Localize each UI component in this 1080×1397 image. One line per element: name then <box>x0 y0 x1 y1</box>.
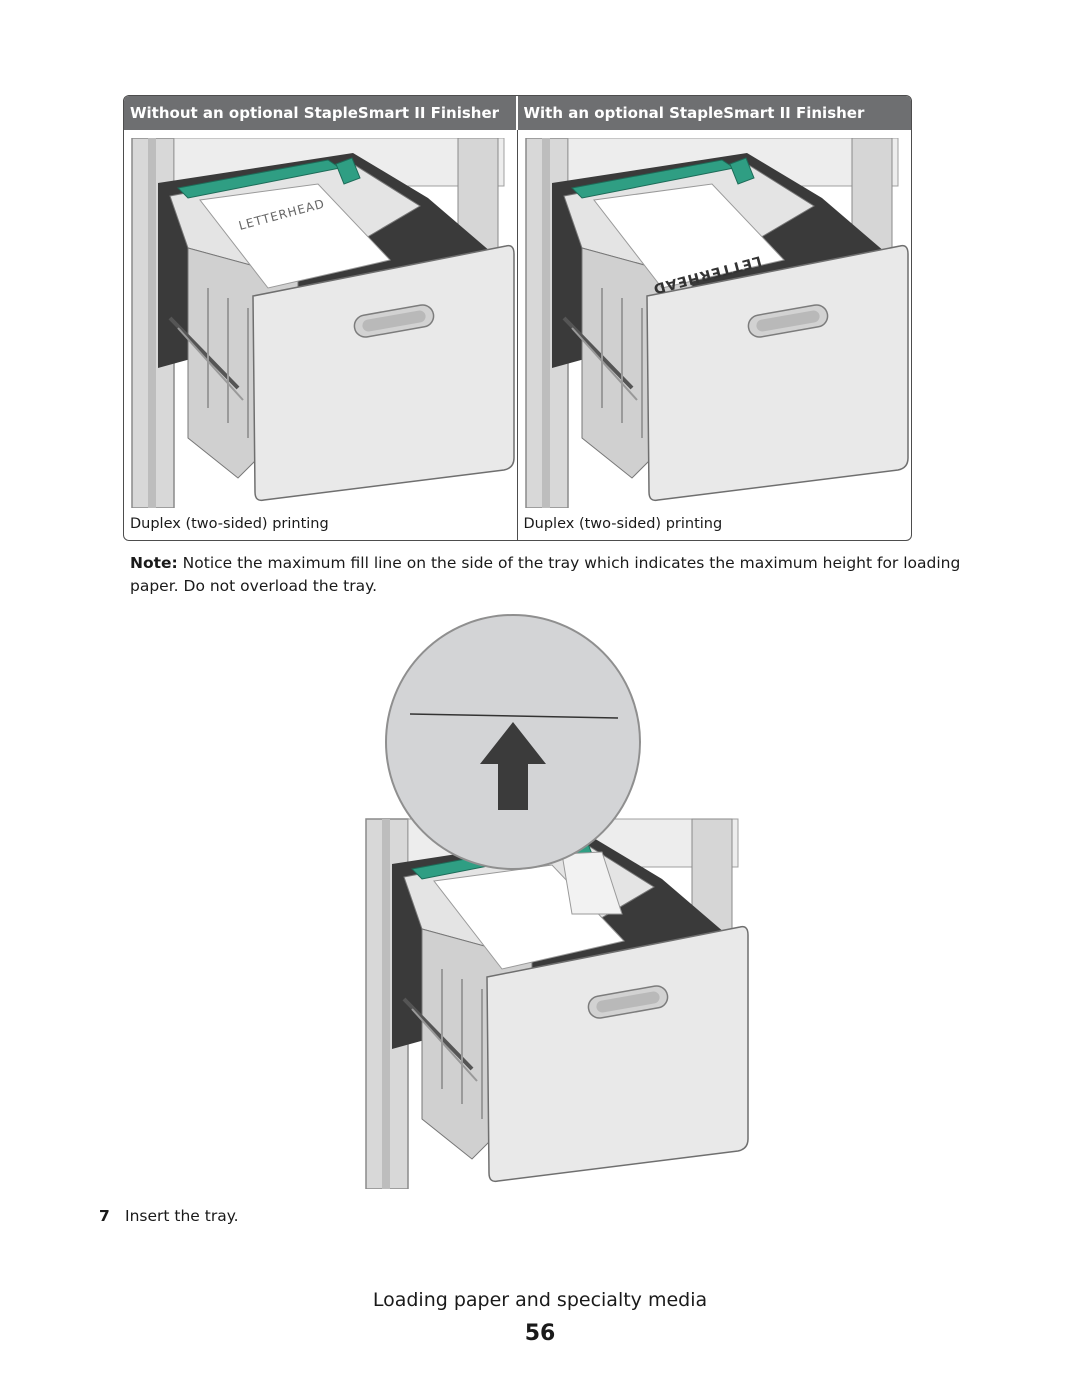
cell-with-finisher: LETTERHEAD Duplex (two-sided) printing <box>518 130 912 540</box>
page-number: 56 <box>524 1321 556 1346</box>
note-text: Notice the maximum fill line on the side… <box>130 554 961 595</box>
step-text: Insert the tray. <box>125 1207 239 1225</box>
table-header-row: Without an optional StapleSmart II Finis… <box>124 96 911 130</box>
header-without-finisher: Without an optional StapleSmart II Finis… <box>124 96 518 130</box>
instruction-step: 7 Insert the tray. <box>99 1207 239 1225</box>
max-fill-line-illustration <box>364 614 750 1189</box>
caption-without-finisher: Duplex (two-sided) printing <box>130 516 329 532</box>
tray-illustration-letterhead-rotated: LETTERHEAD <box>523 138 910 508</box>
cell-without-finisher: LETTERHEAD Duplex (two-sided) printing <box>124 130 518 540</box>
max-fill-line <box>409 713 619 719</box>
note-label: Note: <box>130 554 178 572</box>
note-paragraph: Note: Notice the maximum fill line on th… <box>130 552 1010 598</box>
header-with-finisher: With an optional StapleSmart II Finisher <box>523 104 865 122</box>
tray-illustration-letterhead-up: LETTERHEAD <box>130 138 516 508</box>
caption-with-finisher: Duplex (two-sided) printing <box>523 516 723 532</box>
arrow-up-icon <box>480 722 546 810</box>
comparison-table: Without an optional StapleSmart II Finis… <box>123 95 912 541</box>
table-body-row: LETTERHEAD Duplex (two-sided) printing L… <box>124 130 911 540</box>
section-title: Loading paper and specialty media <box>372 1289 708 1311</box>
step-number: 7 <box>99 1207 110 1225</box>
